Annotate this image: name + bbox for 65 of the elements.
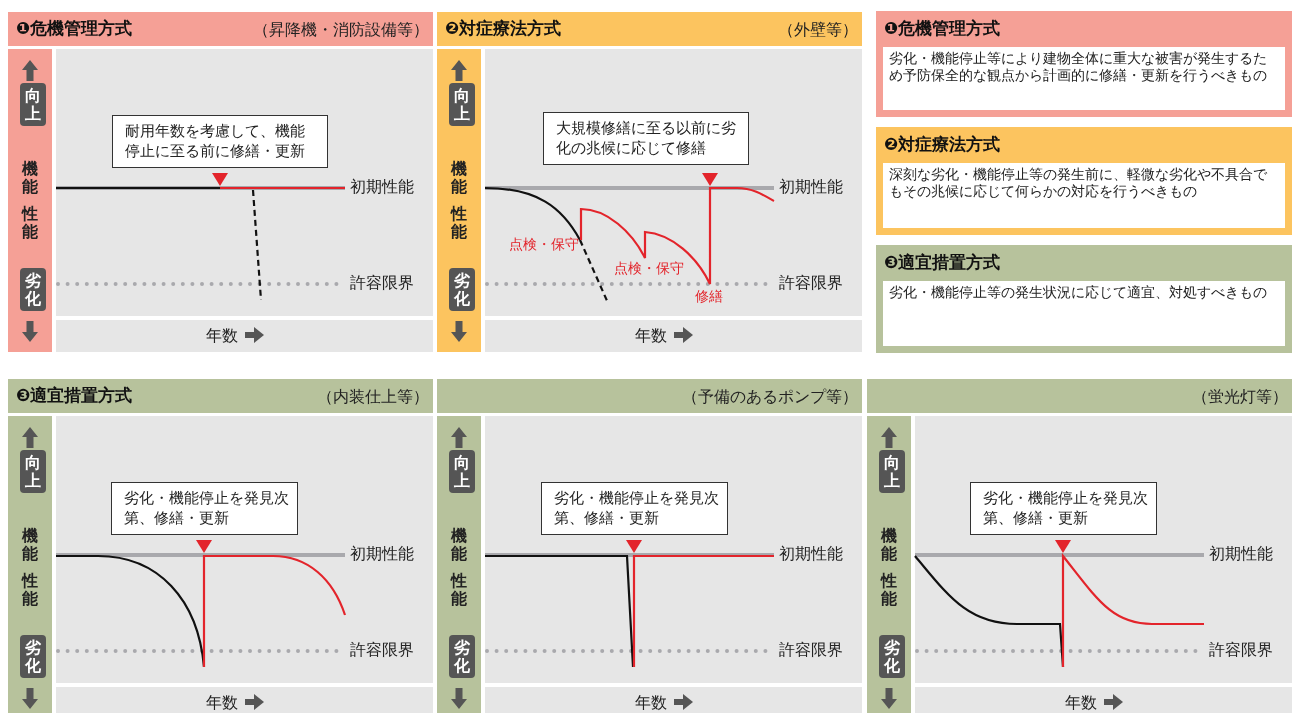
axis-label: 性能 — [22, 572, 38, 608]
chart-panel — [8, 12, 433, 352]
axis-badge: 向上 — [879, 450, 905, 494]
repair-label: 点検・保守 — [509, 236, 579, 254]
axis-title: 年数 — [1065, 693, 1097, 713]
panel-title: ❸適宜措置方式 — [16, 384, 133, 407]
chart-panel — [8, 379, 433, 713]
panel-subtitle: （予備のあるポンプ等） — [682, 387, 858, 408]
line-label: 許容限界 — [350, 273, 414, 294]
axis-badge: 劣化 — [20, 268, 46, 312]
callout-box: 劣化・機能停止を発見次第、修繕・更新 — [111, 482, 298, 535]
axis-badge: 向上 — [20, 83, 46, 127]
card-body-text: 劣化・機能停止等により建物全体に重大な被害が発生するため予防保全的な観点から計画的に修繕・更新を行うべきもの — [883, 47, 1285, 110]
axis-label: 機能 — [881, 527, 897, 563]
callout-box: 劣化・機能停止を発見次第、修繕・更新 — [541, 482, 728, 535]
axis-title: 年数 — [206, 693, 238, 713]
line-label: 許容限界 — [350, 640, 414, 661]
card-body-text: 深刻な劣化・機能停止等の発生前に、軽微な劣化や不具合でもその兆候に応じて何らかの対応を行うべきもの — [883, 163, 1285, 228]
description-card — [876, 127, 1292, 235]
panel-subtitle: （蛍光灯等） — [1192, 387, 1288, 408]
axis-badge: 向上 — [20, 450, 46, 494]
axis-badge: 向上 — [449, 450, 475, 494]
repair-label: 点検・保守 — [614, 260, 684, 278]
panel-subtitle: （昇降機・消防設備等） — [253, 20, 429, 41]
axis-label: 機能 — [22, 160, 38, 196]
line-label: 許容限界 — [779, 640, 843, 661]
line-label: 初期性能 — [350, 177, 414, 198]
chart-panel — [437, 379, 862, 713]
card-heading: ❶危機管理方式 — [884, 17, 1001, 40]
line-label: 初期性能 — [779, 544, 843, 565]
panel-subtitle: （内装仕上等） — [317, 387, 429, 408]
description-card — [876, 11, 1292, 117]
card-heading: ❷対症療法方式 — [884, 133, 1001, 156]
axis-title: 年数 — [635, 326, 667, 347]
axis-label: 性能 — [451, 572, 467, 608]
axis-title: 年数 — [635, 693, 667, 713]
panel-title: ❷対症療法方式 — [445, 17, 562, 40]
callout-box: 耐用年数を考慮して、機能停止に至る前に修繕・更新 — [112, 115, 328, 168]
axis-badge: 劣化 — [879, 635, 905, 679]
chart-panel — [437, 12, 862, 352]
card-body-text: 劣化・機能停止等の発生状況に応じて適宜、対処すべきもの — [883, 281, 1285, 346]
line-label: 許容限界 — [1209, 640, 1273, 661]
chart-panel — [867, 379, 1292, 713]
line-label: 初期性能 — [350, 544, 414, 565]
axis-title: 年数 — [206, 326, 238, 347]
line-label: 初期性能 — [1209, 544, 1273, 565]
line-label: 初期性能 — [779, 177, 843, 198]
axis-label: 機能 — [22, 527, 38, 563]
callout-box: 大規模修繕に至る以前に劣化の兆候に応じて修繕 — [543, 112, 749, 165]
card-heading: ❸適宜措置方式 — [884, 251, 1001, 274]
panel-title: ❶危機管理方式 — [16, 17, 133, 40]
axis-label: 性能 — [881, 572, 897, 608]
axis-badge: 劣化 — [449, 635, 475, 679]
axis-label: 機能 — [451, 527, 467, 563]
description-card — [876, 245, 1292, 353]
axis-badge: 劣化 — [449, 268, 475, 312]
axis-label: 性能 — [22, 205, 38, 241]
axis-label: 機能 — [451, 160, 467, 196]
panel-subtitle: （外壁等） — [778, 20, 858, 41]
line-label: 許容限界 — [779, 273, 843, 294]
repair-label: 修繕 — [695, 288, 723, 306]
axis-badge: 劣化 — [20, 635, 46, 679]
axis-label: 性能 — [451, 205, 467, 241]
callout-box: 劣化・機能停止を発見次第、修繕・更新 — [970, 482, 1157, 535]
axis-badge: 向上 — [449, 83, 475, 127]
